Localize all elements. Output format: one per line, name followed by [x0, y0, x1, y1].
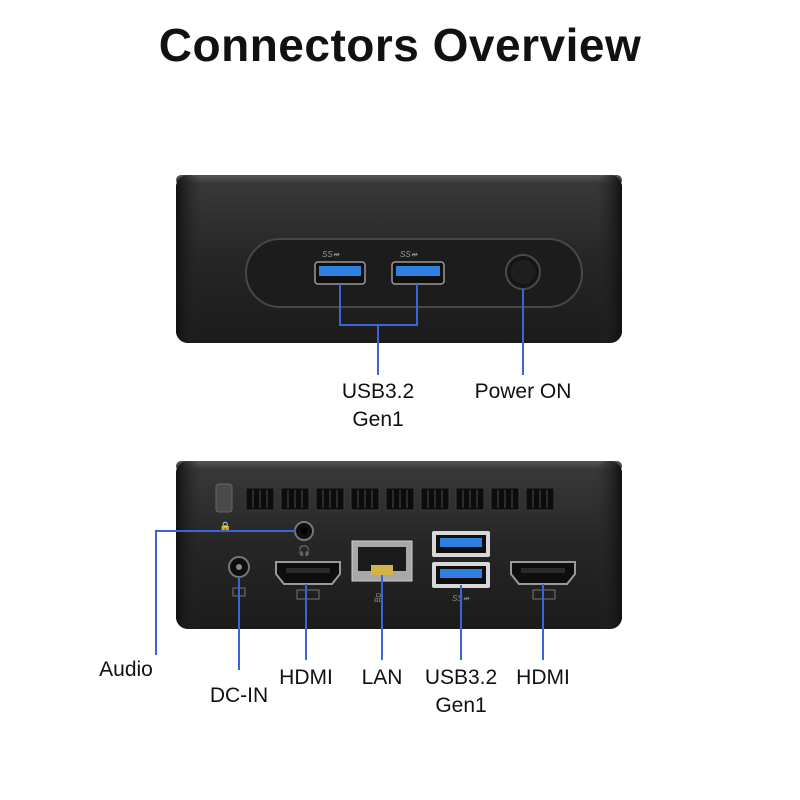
label-rear-usb: USB3.2 Gen1 — [411, 664, 511, 720]
label-dc-in: DC-IN — [209, 684, 269, 707]
lan-port-icon: 品 — [351, 540, 413, 604]
label-front-usb-line2: Gen1 — [352, 408, 404, 431]
svg-text:品: 品 — [374, 593, 383, 604]
label-rear-usb-line2: Gen1 — [435, 694, 487, 717]
label-front-usb-line1: USB3.2 — [341, 380, 415, 403]
power-button-icon — [505, 254, 541, 290]
svg-text:SS⇹: SS⇹ — [400, 250, 418, 259]
label-front-usb: USB3.2 Gen1 — [318, 378, 438, 434]
label-hdmi-1: HDMI — [279, 666, 333, 689]
rear-usb-ports-icon: SS⇹ — [432, 531, 490, 603]
label-power-on: Power ON — [474, 380, 572, 403]
label-audio: Audio — [99, 658, 153, 681]
front-callout-lines — [339, 284, 524, 375]
label-hdmi-2: HDMI — [516, 666, 570, 689]
hdmi-port-1-icon — [275, 561, 341, 600]
front-device: SS⇹ SS⇹ — [176, 175, 622, 343]
page-title: Connectors Overview — [158, 19, 642, 71]
rear-callout-lines — [155, 530, 544, 670]
rear-device: 🔒 🎧 — [176, 461, 622, 629]
svg-text:SS⇹: SS⇹ — [322, 250, 340, 259]
label-rear-usb-line1: USB3.2 — [424, 666, 498, 689]
svg-text:🎧: 🎧 — [298, 544, 310, 557]
front-usb-port-1: SS⇹ — [314, 250, 366, 285]
label-lan: LAN — [361, 666, 403, 689]
